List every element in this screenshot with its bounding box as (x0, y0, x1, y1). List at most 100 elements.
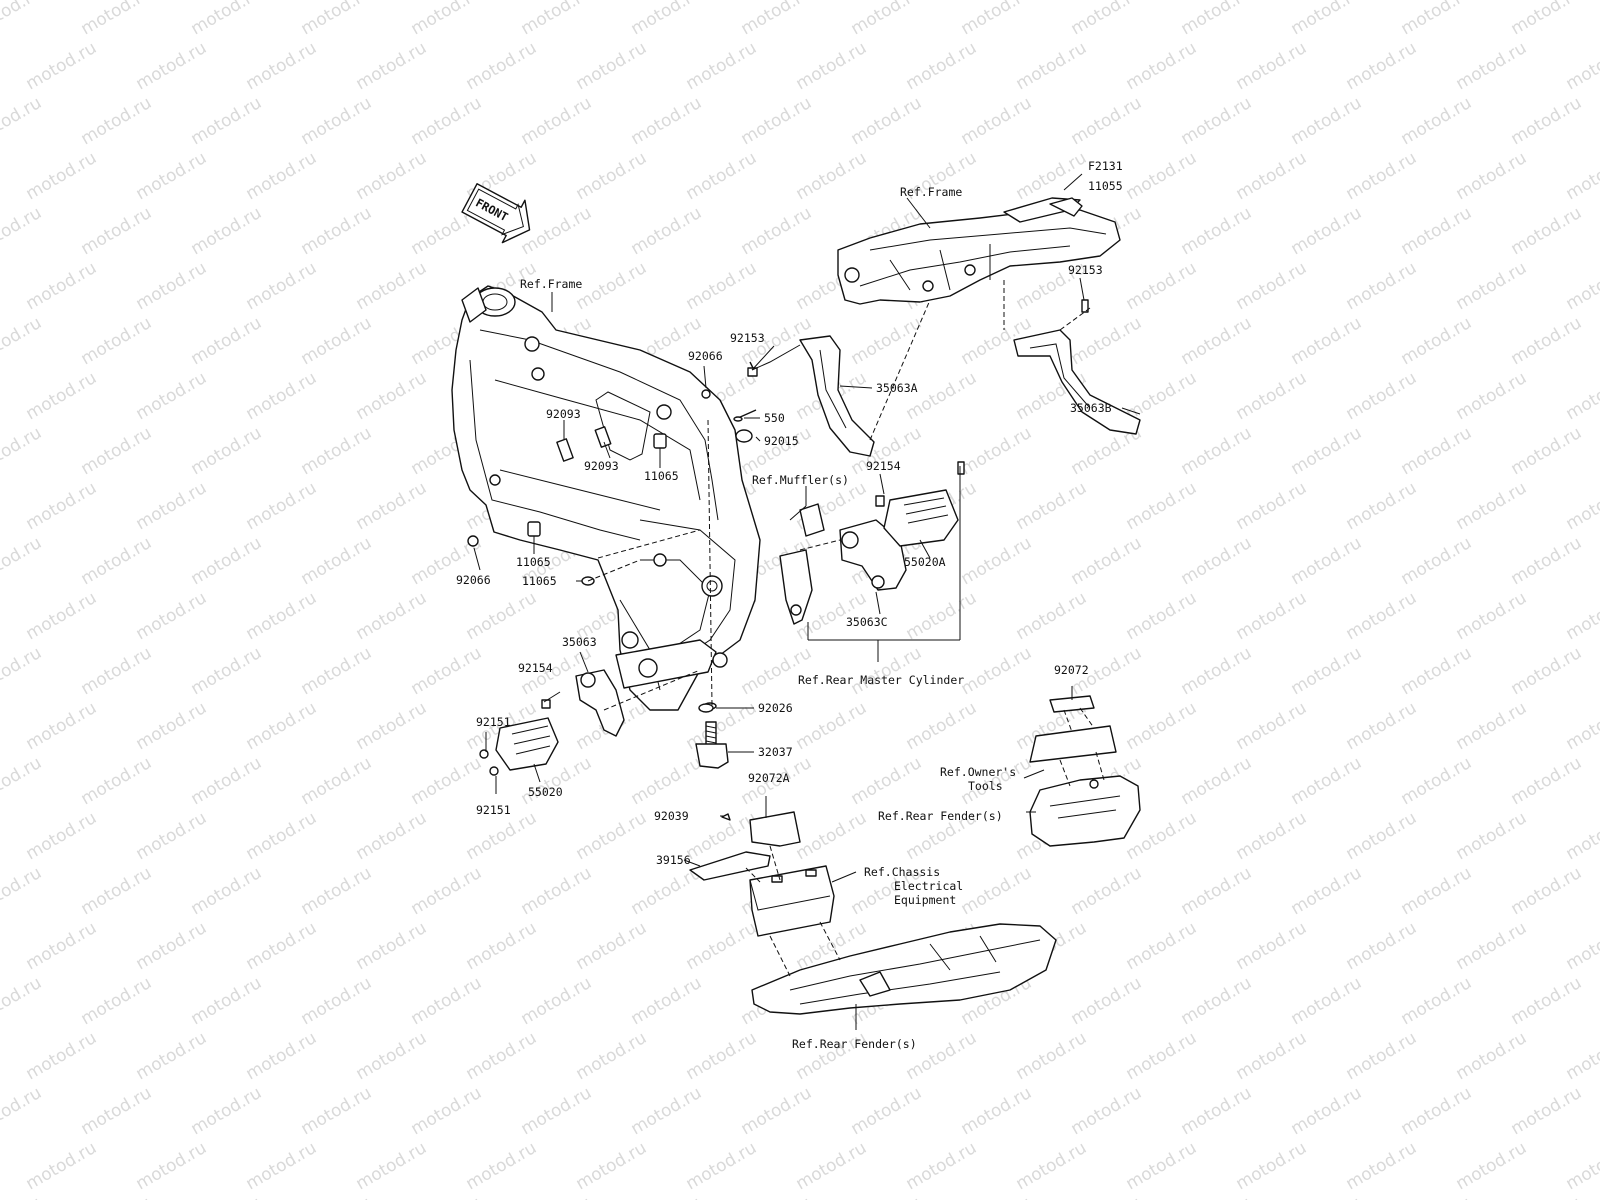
watermark-text: motod.ru (1343, 698, 1421, 754)
watermark-text: motod.ru (1233, 1028, 1311, 1084)
label-32037: 32037 (758, 745, 793, 759)
label-92015: 92015 (764, 434, 799, 448)
subframe-drawing (837, 197, 1121, 305)
watermark-text: motod.ru (298, 0, 376, 39)
watermark-text: motod.ru (1343, 258, 1421, 314)
watermark-text: motod.ru (408, 93, 486, 149)
watermark-text: motod.ru (1068, 93, 1146, 149)
watermark-text: motod.ru (1013, 1138, 1091, 1194)
watermark-text: motod.ru (1178, 533, 1256, 589)
watermark-text: motod.ru (1233, 808, 1311, 864)
watermark-text: motod.ru (848, 93, 926, 149)
label-92072: 92072 (1054, 663, 1089, 677)
watermark-text: motod.ru (463, 1138, 541, 1194)
watermark-text: motod.ru (1563, 698, 1600, 754)
watermark-text: motod.ru (1343, 148, 1421, 204)
label-92151-a: 92151 (476, 715, 511, 729)
watermark-text: motod.ru (243, 588, 321, 644)
watermark-text: motod.ru (1013, 588, 1091, 644)
watermark-text: motod.ru (1288, 533, 1366, 589)
watermark-text: motod.ru (1233, 918, 1311, 974)
part-labels: Ref.Frame Ref.Frame F2131 11055 92153 92… (456, 159, 1123, 1051)
watermark-text: motod.ru (1563, 588, 1600, 644)
watermark-text: motod.ru (23, 588, 101, 644)
watermark-text: motod.ru (0, 423, 45, 479)
label-f2131: F2131 (1088, 159, 1123, 173)
main-frame-drawing (451, 285, 761, 711)
watermark-text: motod.ru (353, 478, 431, 534)
watermark-text: motod.ru (903, 38, 981, 94)
watermark-text: motod.ru (23, 1138, 101, 1194)
watermark-text: motod.ru (408, 643, 486, 699)
bracket-35063b-drawing (1013, 329, 1141, 435)
watermark-text: motod.ru (78, 643, 156, 699)
watermark-text: motod.ru (133, 148, 211, 204)
watermark-text: motod.ru (1233, 698, 1311, 754)
watermark-text: motod.ru (958, 643, 1036, 699)
watermark-text: motod.ru (848, 643, 926, 699)
watermark-text: motod.ru (188, 973, 266, 1029)
watermark-text: motod.ru (628, 203, 706, 259)
watermark-text: motod.ru (78, 533, 156, 589)
watermark-text: motod.ru (78, 1083, 156, 1139)
watermark-text: motod.ru (1508, 1193, 1586, 1200)
watermark-text: motod.ru (848, 1193, 926, 1200)
watermark-text: motod.ru (243, 698, 321, 754)
label-11065-b: 11065 (516, 555, 551, 569)
watermark-text: motod.ru (848, 0, 926, 39)
watermark-text: motod.ru (1453, 808, 1531, 864)
watermark-text: motod.ru (298, 1083, 376, 1139)
watermark-text: motod.ru (133, 258, 211, 314)
watermark-text: motod.ru (1123, 588, 1201, 644)
watermark-text: motod.ru (848, 753, 926, 809)
watermark-text: motod.ru (23, 258, 101, 314)
watermark-text: motod.ru (463, 918, 541, 974)
tools-and-fender-drawing (1029, 695, 1141, 847)
watermark-text: motod.ru (353, 368, 431, 424)
watermark-text: motod.ru (408, 863, 486, 919)
watermark-text: motod.ru (1123, 38, 1201, 94)
watermark-text: motod.ru (353, 588, 431, 644)
label-550: 550 (764, 411, 785, 425)
watermark-text: motod.ru (463, 1028, 541, 1084)
watermark-text: motod.ru (1178, 423, 1256, 479)
watermark-text: motod.ru (23, 698, 101, 754)
watermark-text: motod.ru (1013, 148, 1091, 204)
watermark-text: motod.ru (133, 1028, 211, 1084)
watermark-text: motod.ru (1068, 863, 1146, 919)
watermark-text: motod.ru (958, 0, 1036, 39)
watermark-text: motod.ru (1453, 368, 1531, 424)
watermark-text: motod.ru (188, 1083, 266, 1139)
watermark-text: motod.ru (1563, 258, 1600, 314)
watermark-text: motod.ru (0, 0, 45, 39)
label-ref-chassis-2: Electrical (894, 879, 963, 893)
watermark-text: motod.ru (133, 368, 211, 424)
watermark-text: motod.ru (243, 918, 321, 974)
watermark-text: motod.ru (1508, 0, 1586, 39)
watermark-text: motod.ru (0, 313, 45, 369)
watermark-text: motod.ru (1398, 533, 1476, 589)
watermark-text: motod.ru (1233, 148, 1311, 204)
watermark-text: motod.ru (298, 1193, 376, 1200)
watermark-text: motod.ru (628, 93, 706, 149)
front-arrow-icon: FRONT (461, 183, 531, 244)
watermark-text: motod.ru (1453, 478, 1531, 534)
watermark-text: motod.ru (1343, 1028, 1421, 1084)
watermark-text: motod.ru (1508, 533, 1586, 589)
watermark-text: motod.ru (1178, 1083, 1256, 1139)
watermark-text: motod.ru (1178, 1193, 1256, 1200)
watermark-text: motod.ru (573, 1028, 651, 1084)
watermark-text: motod.ru (628, 753, 706, 809)
watermark-text: motod.ru (1343, 38, 1421, 94)
watermark-text: motod.ru (1288, 863, 1366, 919)
watermark-text: motod.ru (793, 698, 871, 754)
watermark-text: motod.ru (1398, 423, 1476, 479)
watermark-text: motod.ru (738, 1083, 816, 1139)
watermark-text: motod.ru (78, 973, 156, 1029)
label-92066-top: 92066 (688, 349, 723, 363)
watermark-text: motod.ru (903, 368, 981, 424)
watermark-text: motod.ru (1068, 313, 1146, 369)
watermark-text: motod.ru (188, 753, 266, 809)
watermark-text: motod.ru (1508, 423, 1586, 479)
